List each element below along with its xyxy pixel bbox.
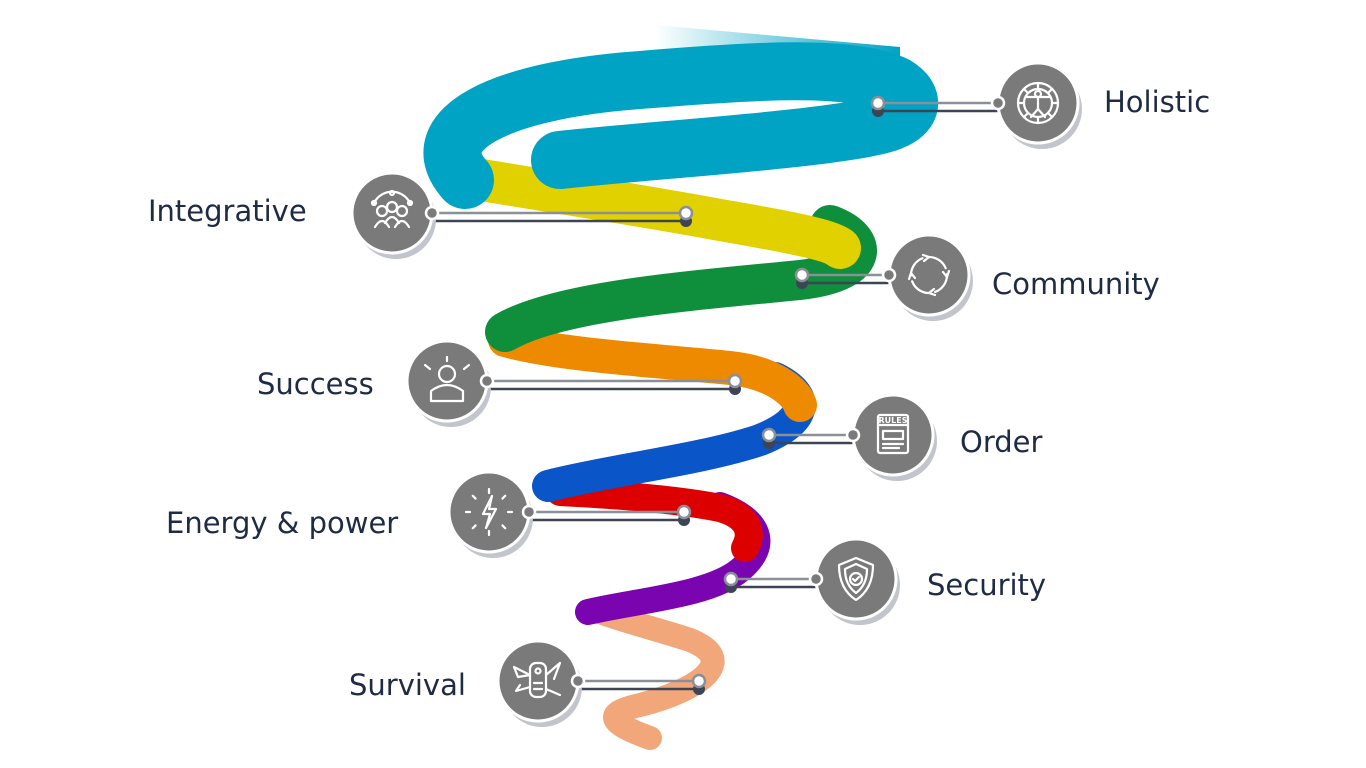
label-order: Order <box>960 425 1043 459</box>
team-icon <box>370 189 414 229</box>
ribbon-top-fade <box>655 25 900 72</box>
cycle-arrows-icon <box>907 253 951 297</box>
connector-dot <box>678 205 694 221</box>
icon-circle <box>447 470 531 554</box>
connector-dot <box>691 673 707 689</box>
level-markers: RULES <box>350 61 1082 727</box>
rules-book-icon: RULES <box>876 413 910 455</box>
spiral-ribbon <box>423 25 938 750</box>
marker-energy <box>447 470 692 558</box>
circle-knob <box>424 205 440 221</box>
connector-dot <box>727 373 743 389</box>
ribbon-energy <box>546 478 763 562</box>
circle-knob <box>521 504 537 520</box>
ribbon-survival <box>588 600 725 750</box>
rules-text: RULES <box>879 416 908 425</box>
shield-check-icon <box>837 556 875 602</box>
icon-circle <box>887 233 971 317</box>
ribbon-holistic <box>423 42 938 209</box>
circle-knob <box>845 427 861 443</box>
connector-dot <box>794 267 810 283</box>
vitruvian-man-icon <box>1016 81 1060 125</box>
marker-survival <box>496 639 707 727</box>
ribbon-order <box>532 362 816 502</box>
connector-dot <box>676 504 692 520</box>
label-community: Community <box>992 267 1160 301</box>
circle-knob <box>808 571 824 587</box>
marker-integrative <box>350 171 694 259</box>
circle-knob <box>479 373 495 389</box>
marker-success <box>405 339 743 427</box>
label-holistic: Holistic <box>1104 85 1211 119</box>
person-icon <box>423 355 471 403</box>
connector-dot <box>870 95 886 111</box>
marker-community <box>794 233 973 321</box>
ribbon-integrative <box>449 157 861 269</box>
icon-circle <box>496 639 580 723</box>
marker-order: RULES <box>761 393 937 481</box>
label-success: Success <box>257 367 374 401</box>
connector-dot <box>761 427 777 443</box>
circle-knob <box>990 95 1006 111</box>
marker-security <box>723 537 900 625</box>
ribbon-success <box>488 323 817 422</box>
circle-knob <box>881 267 897 283</box>
connector-dot <box>723 571 739 587</box>
label-survival: Survival <box>349 668 466 702</box>
label-energy-power: Energy & power <box>166 506 399 540</box>
marker-holistic <box>870 61 1082 149</box>
icon-circle <box>851 393 935 477</box>
label-security: Security <box>927 568 1047 602</box>
label-integrative: Integrative <box>148 194 307 228</box>
circle-knob <box>570 673 586 689</box>
lightning-icon <box>464 487 514 537</box>
multitool-icon <box>512 661 562 699</box>
